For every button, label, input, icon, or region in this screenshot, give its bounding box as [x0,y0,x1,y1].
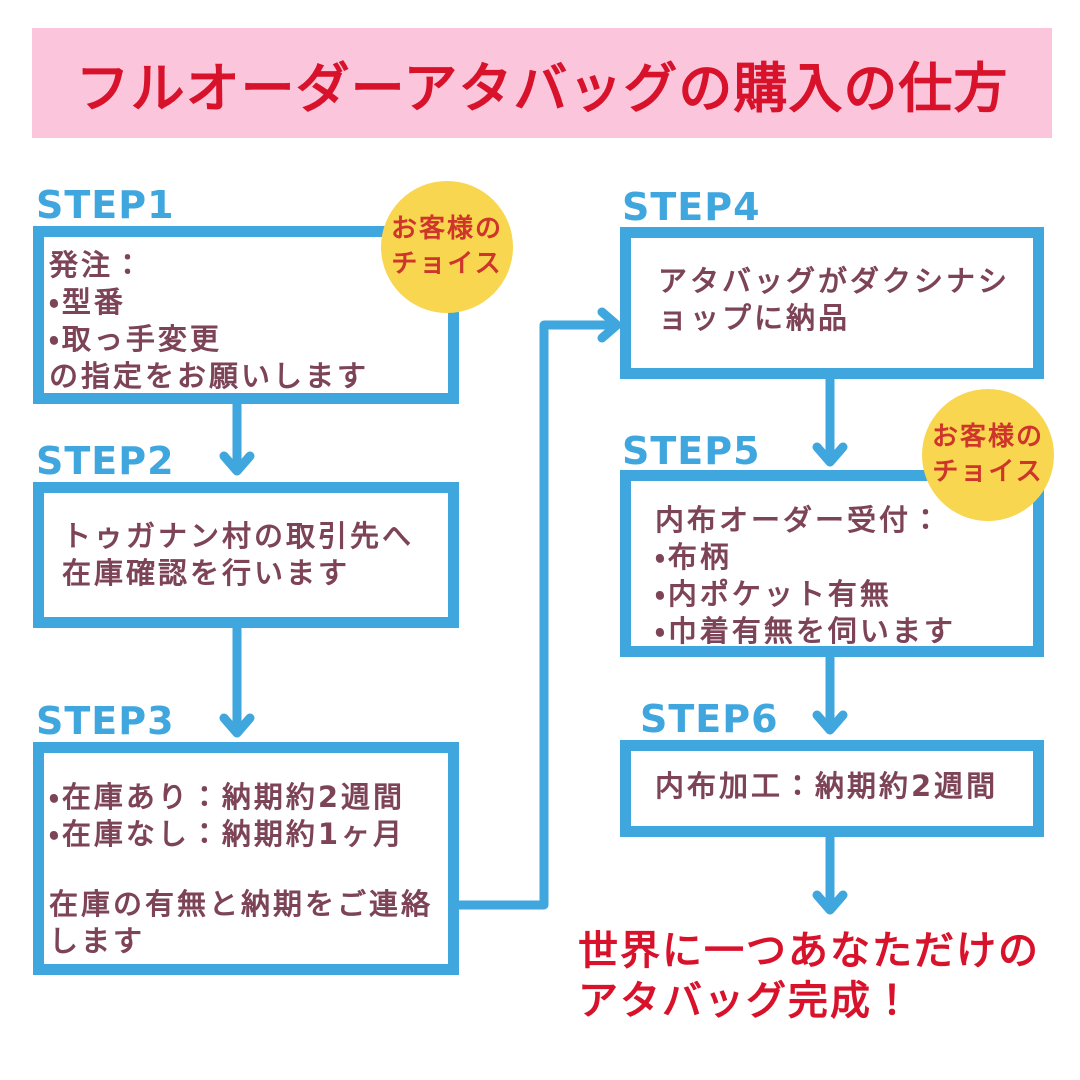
step1-label: STEP1 [36,183,175,227]
step2-line: トゥガナン村の取引先へ [62,519,415,553]
arrow-step4-to-step5 [812,374,848,467]
step4-box: アタバッグがダクシナシ ョップに納品 [620,227,1044,379]
step2-label: STEP2 [36,439,175,483]
step3-line: します [49,924,146,958]
arrow-step2-to-step3 [219,623,255,738]
step1-line: ・取っ手変更 [49,322,222,356]
step5-line: 内布オーダー受付： [655,503,944,537]
step3-line: ・在庫なし：納期約1ヶ月 [49,817,406,851]
title-banner: フルオーダーアタバッグの購入の仕方 [32,28,1052,138]
arrow-step5-to-step6 [812,652,848,735]
step5-line: ・内ポケット有無 [655,577,892,611]
customer-choice-badge-step5: お客様の チョイス [922,389,1054,521]
step1-line: の指定をお願いします [49,359,370,393]
step5-line: ・布柄 [655,540,732,574]
connector-step3-to-step4 [454,307,622,910]
step5-label: STEP5 [622,429,761,473]
result-line: アタバッグ完成！ [578,978,914,1024]
step3-line: 在庫の有無と納期をご連絡 [49,887,434,921]
arrow-step1-to-step2 [219,399,255,476]
step2-box: トゥガナン村の取引先へ 在庫確認を行います [33,482,459,628]
step3-box: ・在庫あり：納期約2週間 ・在庫なし：納期約1ヶ月 在庫の有無と納期をご連絡 し… [33,742,459,975]
result-text: 世界に一つあなただけの アタバッグ完成！ [578,926,1040,1026]
badge-text: お客様の [931,422,1044,452]
page-title: フルオーダーアタバッグの購入の仕方 [75,56,1009,120]
step6-box: 内布加工：納期約2週間 [620,740,1044,837]
step3-line: ・在庫あり：納期約2週間 [49,780,406,814]
badge-text: チョイス [391,249,503,279]
step4-line: アタバッグがダクシナシ [658,264,1011,298]
step2-line: 在庫確認を行います [62,556,351,590]
step6-line: 内布加工：納期約2週間 [655,769,999,803]
badge-text: チョイス [932,457,1044,487]
step4-label: STEP4 [622,185,761,229]
result-line: 世界に一つあなただけの [578,928,1040,974]
step5-line: ・巾着有無を伺います [655,614,956,648]
step1-line: 発注： [49,248,146,282]
step3-label: STEP3 [36,699,175,743]
step1-box: 発注： ・型番 ・取っ手変更 の指定をお願いします [33,226,459,404]
step1-line: ・型番 [49,285,126,319]
step6-label: STEP6 [640,697,779,741]
customer-choice-badge-step1: お客様の チョイス [381,181,513,313]
arrow-step6-to-result [812,832,848,915]
step4-line: ョップに納品 [658,301,851,335]
badge-text: お客様の [390,214,503,244]
